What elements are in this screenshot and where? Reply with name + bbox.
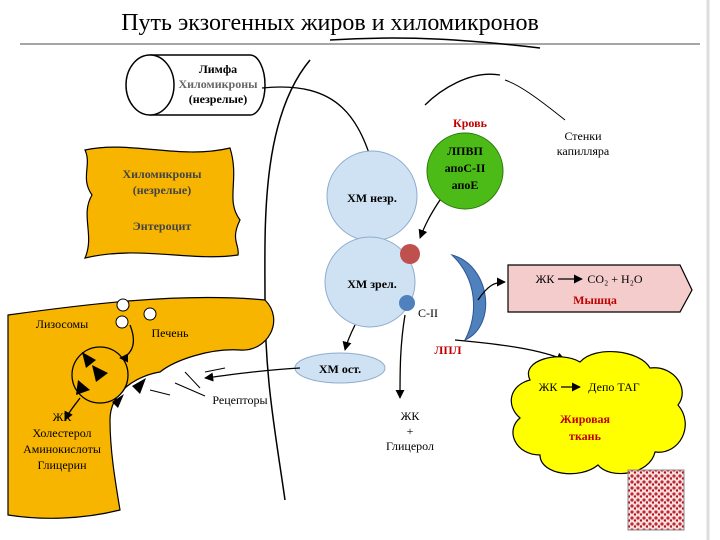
- hdl-apoe-label: апоЕ: [452, 178, 479, 192]
- receptor-particle: [132, 378, 146, 394]
- liver-label: Печень: [152, 326, 189, 340]
- muscle-label: Мышца: [573, 293, 617, 307]
- blood-label: Кровь: [453, 116, 488, 130]
- blood-vessel-top: [329, 37, 541, 49]
- enterocyte-label: Энтероцит: [133, 219, 192, 233]
- hdl-apoc2-label: апоС-II: [445, 161, 486, 175]
- receptor-stalk: [149, 389, 171, 396]
- arrow-lysosome-to-endosome: [119, 324, 135, 363]
- arrow-to-fa-glycerol: [395, 314, 406, 399]
- apoc2-marker: [399, 295, 415, 311]
- muscle-reaction-left: ЖК: [536, 272, 556, 286]
- lymph-vessel: [125, 54, 266, 116]
- receptors-pointer: [174, 382, 206, 397]
- lpl-label: ЛПЛ: [434, 343, 461, 357]
- arrow-endosome-to-products: [64, 397, 81, 421]
- muscle-box: [507, 264, 693, 313]
- lysosome-vesicle: [116, 298, 130, 312]
- lysosomes-label: Лизосомы: [36, 317, 88, 331]
- blood-vessel-wall: [264, 59, 311, 501]
- xm-mature-label: ХМ зрел.: [347, 277, 397, 291]
- xm-remnant-label: ХМ ост.: [319, 362, 361, 376]
- liver-product-glycerol: Глицерин: [37, 458, 87, 472]
- lymph-chylomicrons-label: Хиломикроны: [178, 77, 258, 91]
- apoe-marker: [400, 244, 420, 264]
- muscle-reaction-right: CO₂ + H₂O: [587, 272, 642, 286]
- page-title: Путь экзогенных жиров и хиломикронов: [121, 10, 539, 36]
- product-fa: ЖК: [401, 409, 421, 423]
- hdl-particle: [426, 132, 504, 210]
- lysosome-vesicle: [143, 307, 157, 321]
- adipose-tissue: [510, 350, 686, 475]
- product-plus: +: [407, 424, 414, 438]
- arrow-remnant-to-liver: [204, 367, 301, 382]
- capillary-wall-label-line1: Стенки: [564, 129, 602, 143]
- liver-organ: [7, 296, 275, 519]
- enterocyte-immature-label: (незрелые): [133, 183, 191, 197]
- receptors-label: Рецепторы: [212, 393, 267, 407]
- apoc2-label: C-II: [418, 306, 438, 320]
- endosome-particle: [92, 365, 108, 382]
- endosome-particle: [82, 352, 96, 368]
- lymph-label: Лимфа: [199, 62, 237, 76]
- xm-mature-particle: [324, 236, 416, 328]
- liver-product-fa: ЖК: [53, 410, 73, 424]
- adipose-label-line1: Жировая: [560, 412, 611, 426]
- capillary-wall-curve: [424, 73, 501, 106]
- arrow-to-muscle: [477, 277, 506, 301]
- receptor-stalk: [184, 371, 201, 389]
- lpl-enzyme: [450, 254, 487, 342]
- receptor-particle: [112, 394, 124, 408]
- lymph-immature-label: (незрелые): [189, 92, 247, 106]
- adipose-reaction-left: ЖК: [539, 380, 559, 394]
- enterocyte-chylomicrons-label: Хиломикроны: [122, 167, 202, 181]
- arrow-xm-mature-to-remnant: [342, 324, 356, 351]
- product-glycerol: Глицерол: [386, 439, 434, 453]
- lysosome-vesicle: [115, 315, 129, 329]
- arrow-to-adipose: [454, 339, 566, 362]
- receptor-stalk: [204, 367, 226, 373]
- arrow-hdl-to-xm-mature: [418, 199, 441, 239]
- adipose-micrograph: [627, 469, 685, 531]
- enterocyte-cell: [83, 146, 241, 259]
- hdl-label: ЛПВП: [447, 144, 483, 158]
- capillary-wall-pointer: [504, 79, 566, 121]
- adipose-label-line2: ткань: [569, 429, 602, 443]
- adipose-reaction-right: Депо ТАГ: [588, 380, 639, 394]
- capillary-wall-label-line2: капилляра: [557, 144, 610, 158]
- xm-immature-label: ХМ незр.: [347, 191, 397, 205]
- endosome-particle: [76, 380, 90, 395]
- liver-product-aminoacids: Аминокислоты: [23, 442, 101, 456]
- liver-product-cholesterol: Холестерол: [32, 426, 91, 440]
